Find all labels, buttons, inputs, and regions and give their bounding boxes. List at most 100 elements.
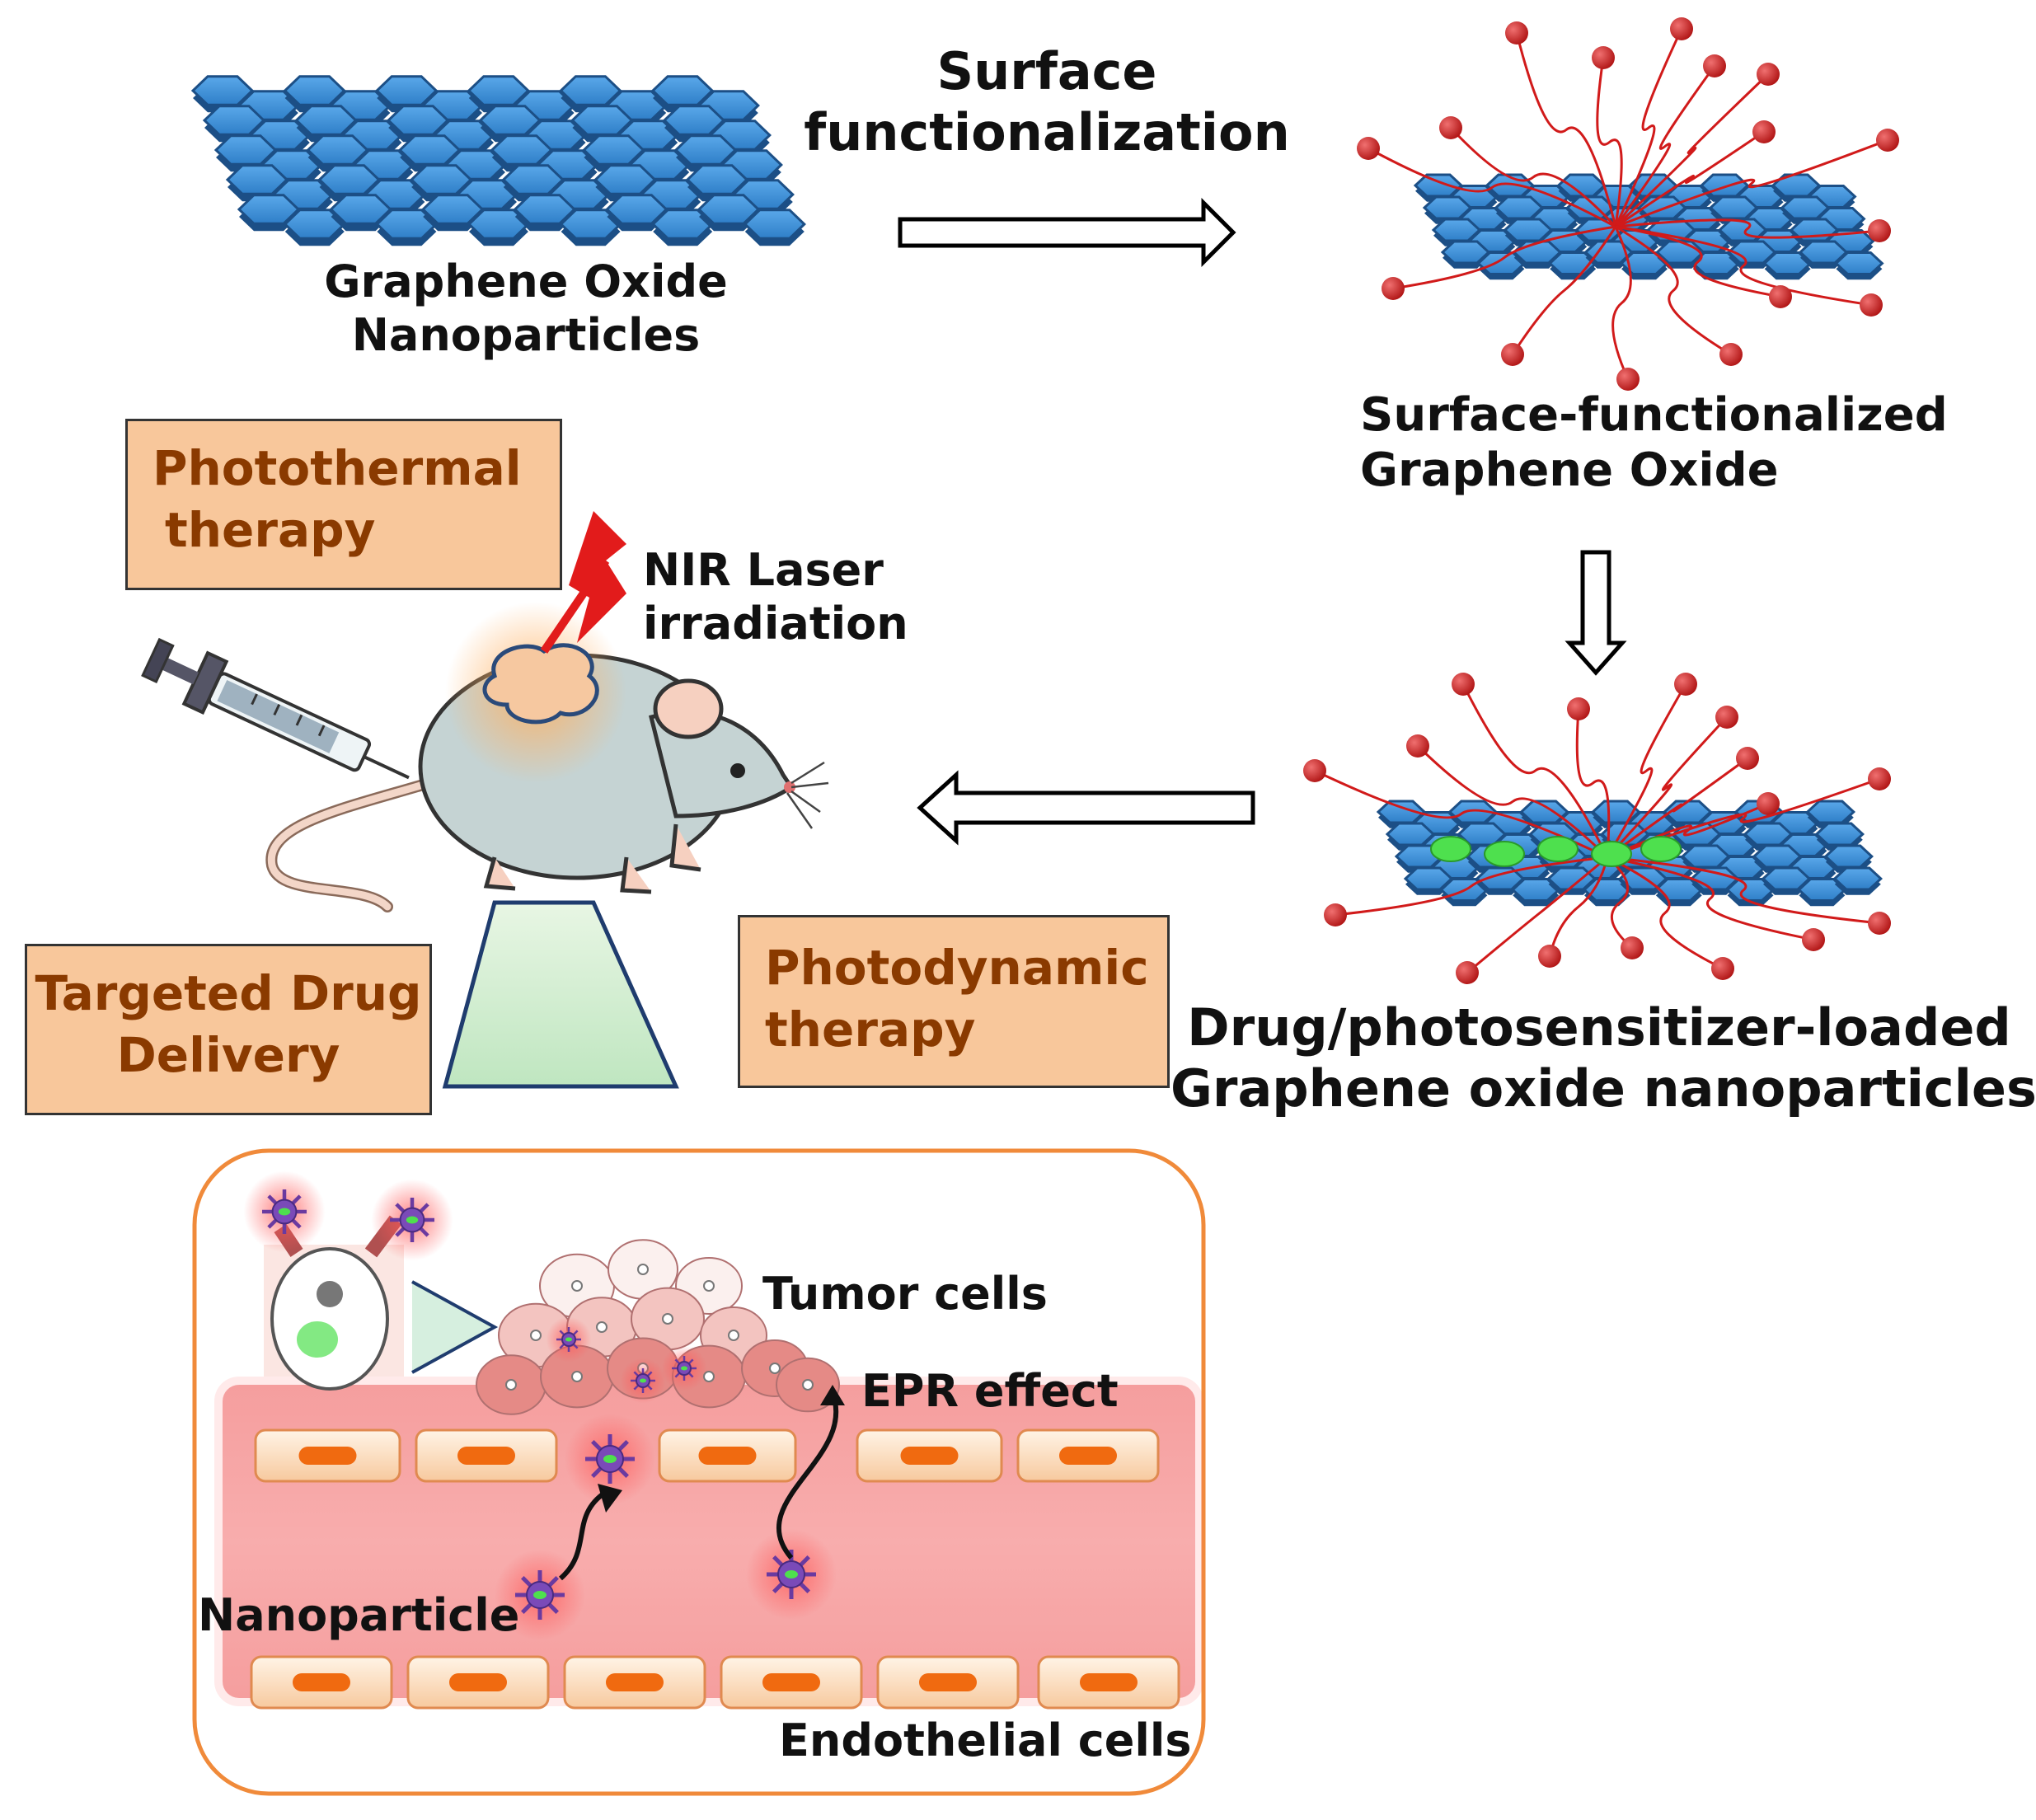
bead [1452,673,1475,696]
drug-dot [1484,841,1525,867]
graphene-oxide-sheet [190,75,806,246]
endothelial-nucleus [1059,1447,1117,1465]
bead [1757,63,1780,86]
endothelial-nucleus [900,1447,959,1465]
nanoparticle-payload [785,1570,798,1578]
endothelial-cell-rows [250,1428,1180,1710]
light-beam [442,900,679,1089]
chain [1607,856,1724,970]
bead [1868,912,1891,935]
mouse-illustration [141,511,829,912]
bead [1719,343,1743,366]
tumor-nucleus [505,1379,517,1391]
chain [1614,73,1770,228]
chain [1314,769,1608,859]
bead [1538,945,1561,968]
hex-tile [1832,866,1884,891]
targeted-drug-delivery-box: Targeted Drug Delivery [25,944,432,1115]
bead [1674,673,1697,696]
hex-tile [605,194,669,225]
tumor-nucleus [802,1379,814,1391]
tumor-nucleus [571,1371,583,1382]
tumor-nucleus [703,1280,715,1292]
chain [1449,126,1617,228]
drug-dot [1430,836,1471,862]
bead [1757,792,1780,815]
bead [1752,120,1776,143]
nanoparticle-payload [565,1337,572,1342]
hex-tile [375,209,439,240]
chain [1611,226,1632,380]
chain [1596,57,1623,228]
endothelial-nucleus [1080,1673,1138,1691]
label-surface-functionalization: Surface functionalization [804,41,1290,163]
hex-tile [743,209,806,240]
bead [1868,767,1891,790]
hex-tile [1805,800,1856,824]
bead [1382,277,1405,300]
bead [1769,285,1792,308]
chain [1367,147,1616,228]
tumor-nucleus [637,1264,649,1275]
chain [1511,226,1617,355]
hex-tile [651,209,715,240]
tumor-nucleus [571,1280,583,1292]
chain [1607,777,1880,859]
chain [1615,225,1732,356]
bead [1876,129,1899,152]
bead [1703,54,1726,77]
bead [1711,957,1734,980]
chain [1606,715,1729,859]
hex-tile [421,194,485,225]
chain [1615,225,1872,307]
drug-loaded-graphene-sheet [1303,673,1891,984]
chain [1607,856,1880,925]
bead [1736,747,1759,770]
chain [1466,856,1608,974]
endothelial-nucleus [457,1447,515,1465]
bead [1715,706,1738,729]
bead [1567,697,1590,720]
bead [1303,759,1326,782]
endothelial-nucleus [449,1673,507,1691]
bead [1621,936,1644,959]
bead [1357,137,1380,160]
bead [1802,928,1825,951]
bead [1456,961,1479,984]
nanoparticle-payload [533,1591,547,1599]
nanoparticle-payload [406,1216,419,1224]
label-drug-loaded-nanoparticles: Drug/photosensitizer-loaded Graphene oxi… [1170,997,2036,1119]
endothelial-nucleus [762,1673,820,1691]
hex-tile [559,209,622,240]
bead [1860,293,1883,317]
hex-tile [1814,822,1865,847]
bead [1592,46,1615,69]
bead [1324,903,1347,926]
tumor-nucleus [530,1330,542,1341]
nanoparticle-payload [278,1208,291,1216]
chain [1615,138,1888,228]
transport-arrows [558,1391,839,1581]
bead [1505,21,1528,45]
hex-tile [697,194,761,225]
chain [1614,65,1716,228]
nanoparticles-in-vessel [243,1170,837,1640]
chain [1614,28,1683,228]
arrow-left [917,770,1255,846]
endothelial-nucleus [606,1673,664,1691]
bead [1501,343,1524,366]
arrow-down [1565,550,1627,676]
drug-dot [1640,836,1682,862]
hex-tile [1823,844,1874,869]
functionalized-graphene-sheet [1357,17,1899,391]
photodynamic-therapy-box: Photodynamic therapy [738,915,1170,1088]
label-graphene-oxide-nanoparticles: Graphene Oxide Nanoparticles [324,256,728,361]
chain [1615,218,1880,239]
chain [1606,683,1687,858]
chain [1548,856,1609,957]
drug-dot [1591,841,1632,867]
chain [1335,856,1608,917]
drug-dot [1537,836,1579,862]
photothermal-therapy-box: Photothermal therapy [125,419,562,590]
